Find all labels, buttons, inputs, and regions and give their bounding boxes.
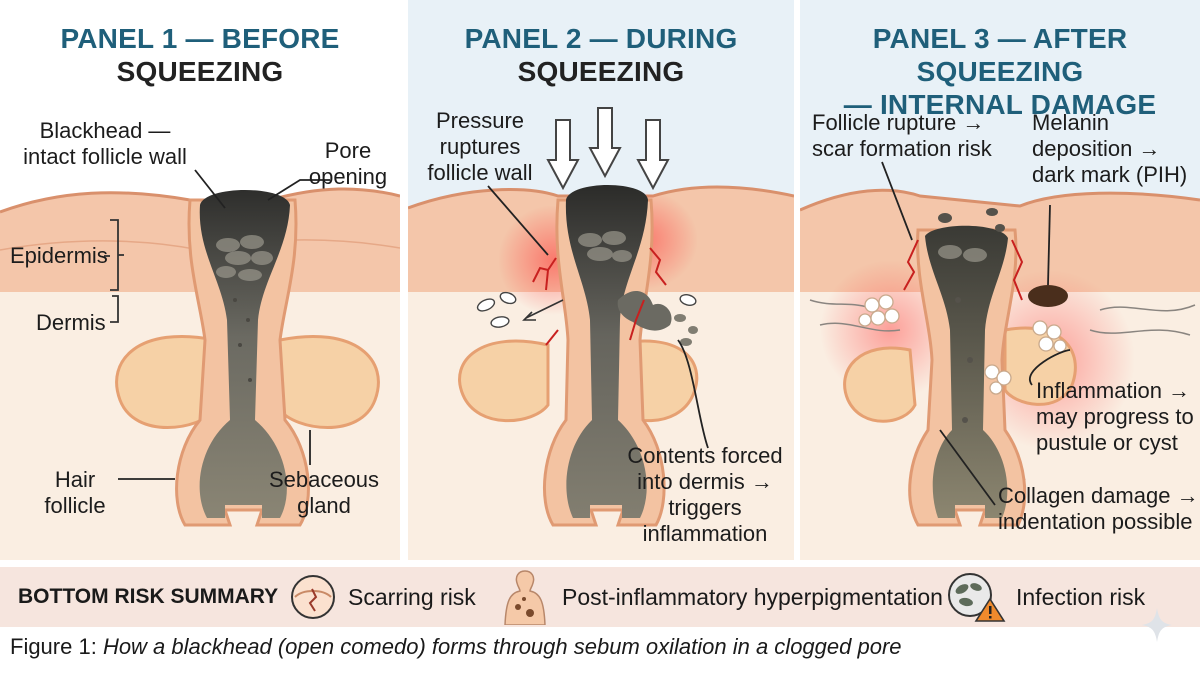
label-sebaceous-gland: Sebaceous gland — [262, 467, 386, 519]
label-contents-line2: into dermis → — [620, 469, 790, 495]
label-dermis: Dermis — [36, 310, 106, 336]
bacteria-warning-icon — [946, 571, 1008, 623]
label-rupture-line2: scar formation risk — [812, 136, 992, 162]
sebaceous-gland-left — [460, 341, 548, 421]
panel-before-squeezing: PANEL 1 — BEFORE SQUEEZING Blackhead — i… — [0, 0, 400, 560]
label-inflammation-line1: Inflammation → — [1036, 378, 1194, 404]
label-contents-line1: Contents forced — [620, 443, 790, 469]
panel-divider — [401, 0, 407, 560]
panel-1-title: PANEL 1 — BEFORE SQUEEZING — [0, 22, 400, 88]
label-collagen-damage: Collagen damage → indentation possible — [998, 483, 1199, 535]
label-blackhead-line2: intact follicle wall — [10, 144, 200, 170]
panel-during-squeezing: PANEL 2 — DURING SQUEEZING Pressure rupt… — [408, 0, 794, 560]
panel-2-title-line2: SQUEEZING — [408, 55, 794, 88]
label-sebaceous-line2: gland — [262, 493, 386, 519]
label-melanin-line2: deposition → — [1032, 136, 1187, 162]
risk-summary-title: BOTTOM RISK SUMMARY — [18, 585, 278, 609]
label-pore-line1: Pore — [300, 138, 396, 164]
panel-2-title-line1: PANEL 2 — DURING — [408, 22, 794, 55]
label-epidermis: Epidermis — [10, 243, 108, 269]
label-melanin-deposition: Melanin deposition → dark mark (PIH) — [1032, 110, 1187, 188]
label-melanin-line3: dark mark (PIH) — [1032, 162, 1187, 188]
panel-1-title-line1: PANEL 1 — BEFORE — [0, 22, 400, 55]
label-melanin-line1: Melanin — [1032, 110, 1187, 136]
label-inflammation-line2: may progress to — [1036, 404, 1194, 430]
body-pigmentation-icon — [500, 569, 550, 625]
label-sebaceous-line1: Sebaceous — [262, 467, 386, 493]
risk-label-infection: Infection risk — [1016, 584, 1145, 611]
label-pressure-line3: follicle wall — [416, 160, 544, 186]
label-inflammation: Inflammation → may progress to pustule o… — [1036, 378, 1194, 456]
figure-caption: Figure 1: How a blackhead (open comedo) … — [10, 634, 902, 660]
panel-3-title: PANEL 3 — AFTER SQUEEZING — INTERNAL DAM… — [800, 22, 1200, 121]
melanin-deposit — [1028, 285, 1068, 307]
label-pore-line2: opening — [300, 164, 396, 190]
label-contents-forced: Contents forced into dermis → triggers i… — [620, 443, 790, 547]
sebaceous-gland-right — [280, 336, 378, 427]
label-pressure-line2: ruptures — [416, 134, 544, 160]
panel-3-title-line1: PANEL 3 — AFTER SQUEEZING — [800, 22, 1200, 88]
panel-2-title: PANEL 2 — DURING SQUEEZING — [408, 22, 794, 88]
label-rupture-line1: Follicle rupture → — [812, 110, 992, 136]
label-blackhead: Blackhead — intact follicle wall — [10, 118, 200, 170]
label-contents-line4: inflammation — [620, 521, 790, 547]
label-pressure: Pressure ruptures follicle wall — [416, 108, 544, 186]
risk-summary-strip: BOTTOM RISK SUMMARY Scarring risk Post-i… — [0, 567, 1200, 627]
scar-icon — [288, 573, 338, 621]
label-hair-line1: Hair — [30, 467, 120, 493]
label-collagen-line2: indentation possible — [998, 509, 1199, 535]
panel-after-squeezing: PANEL 3 — AFTER SQUEEZING — INTERNAL DAM… — [800, 0, 1200, 560]
label-pressure-line1: Pressure — [416, 108, 544, 134]
figure-caption-text: How a blackhead (open comedo) forms thro… — [103, 634, 902, 659]
pressure-arrows — [548, 108, 668, 188]
label-hair-line2: follicle — [30, 493, 120, 519]
label-contents-line3: triggers — [620, 495, 790, 521]
sebaceous-gland — [845, 348, 915, 421]
label-pore-opening: Pore opening — [300, 138, 396, 190]
label-follicle-rupture: Follicle rupture → scar formation risk — [812, 110, 992, 162]
label-collagen-line1: Collagen damage → — [998, 483, 1199, 509]
label-hair-follicle: Hair follicle — [30, 467, 120, 519]
risk-label-scarring: Scarring risk — [348, 584, 476, 611]
sparkle-icon — [1140, 606, 1174, 644]
risk-label-hyperpigmentation: Post-inflammatory hyperpigmentation — [562, 584, 943, 611]
label-blackhead-line1: Blackhead — — [10, 118, 200, 144]
figure-caption-prefix: Figure 1: — [10, 634, 103, 659]
label-inflammation-line3: pustule or cyst — [1036, 430, 1194, 456]
panel-1-title-line2: SQUEEZING — [0, 55, 400, 88]
